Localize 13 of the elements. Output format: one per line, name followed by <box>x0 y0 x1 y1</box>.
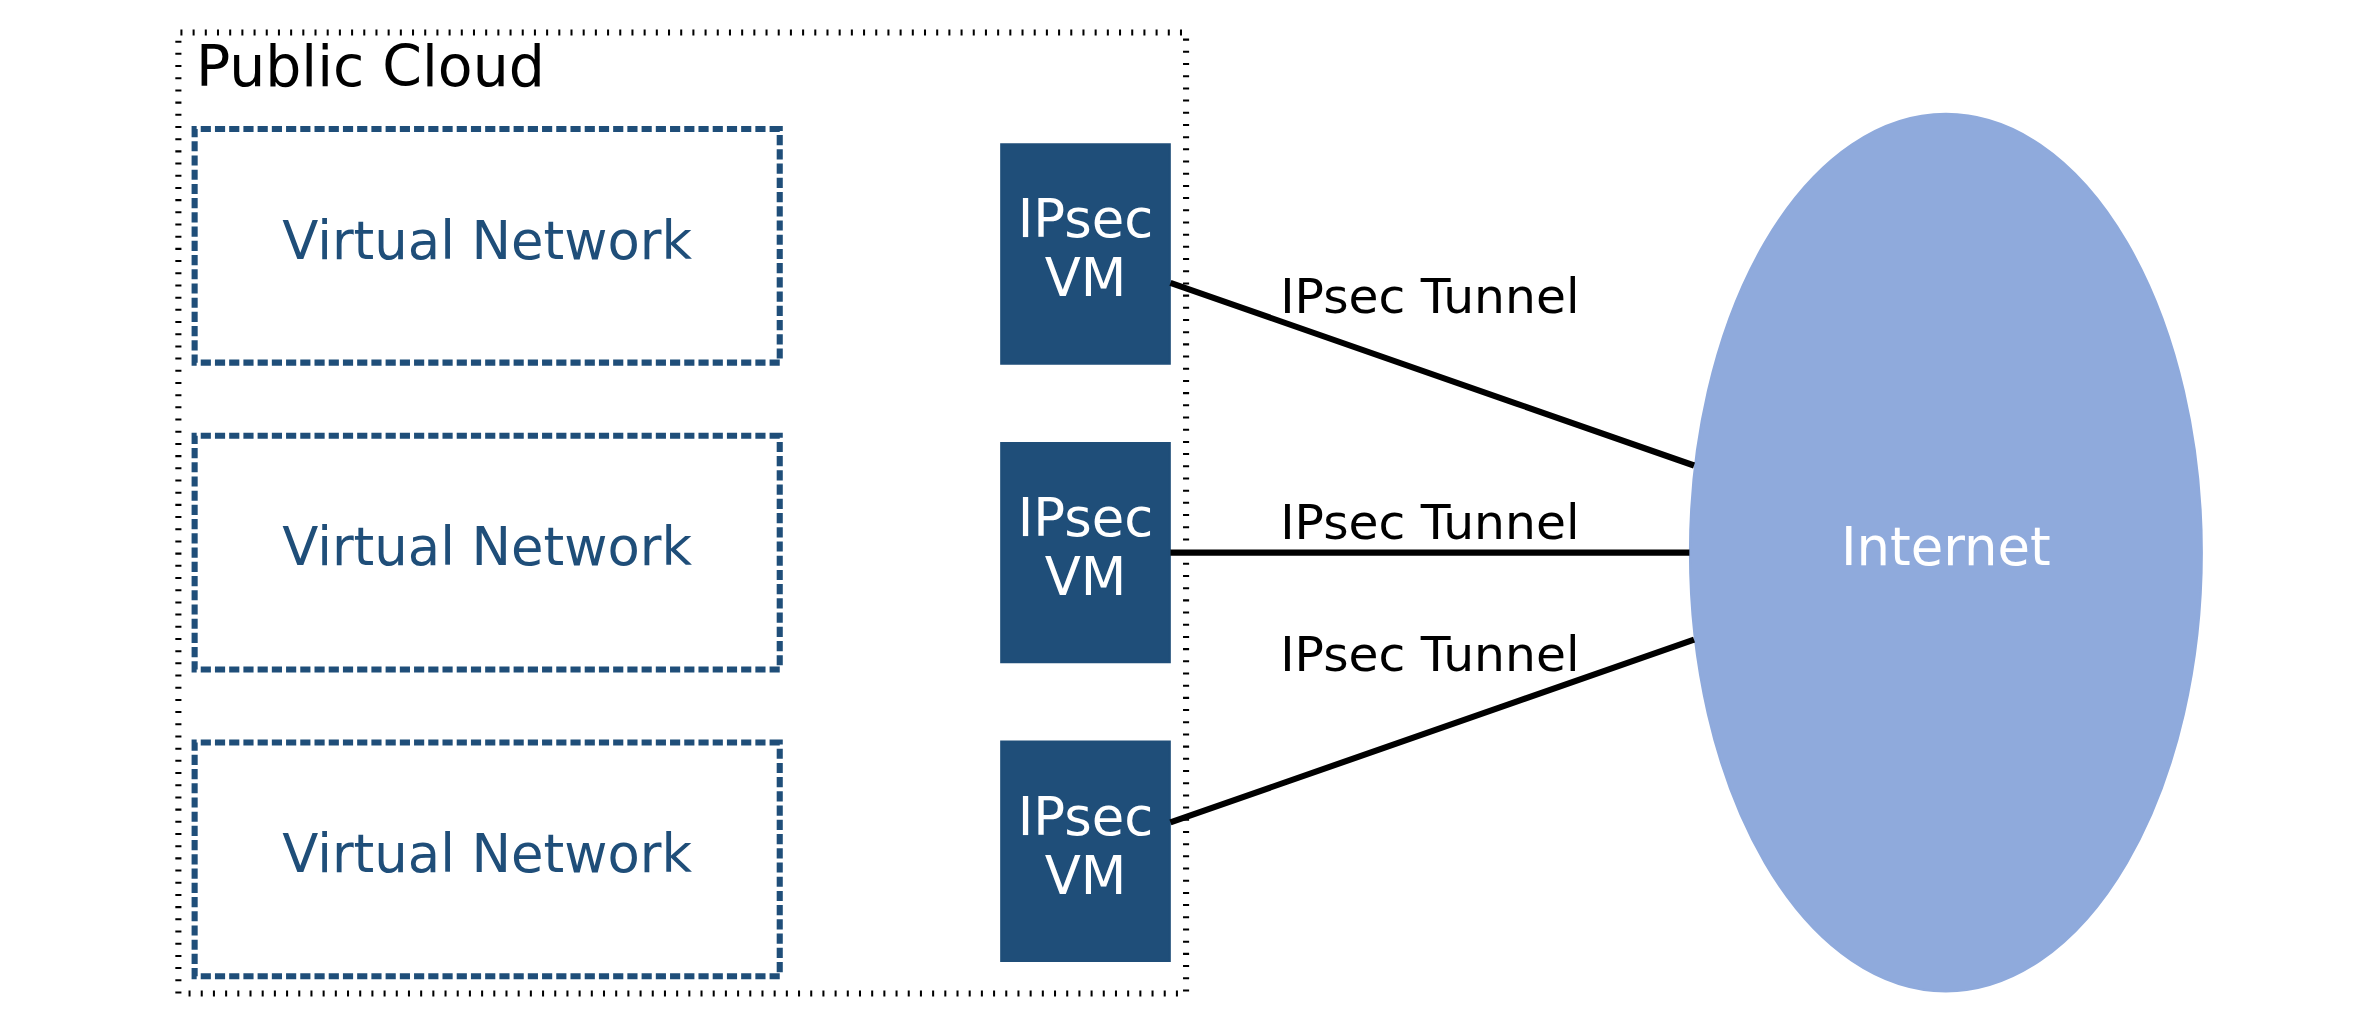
node-ellipse: Internet <box>1688 112 2203 993</box>
edge-label: IPsec Tunnel <box>1280 625 1580 682</box>
connector <box>1169 280 1696 469</box>
node-box: IPsec VM <box>1000 143 1171 365</box>
node-box: IPsec VM <box>1000 441 1171 664</box>
node-box: Virtual Network <box>191 432 783 673</box>
connector <box>1169 636 1696 826</box>
edge-label: IPsec Tunnel <box>1280 493 1580 550</box>
node-box: Virtual Network <box>191 125 783 366</box>
connector <box>1170 549 1690 556</box>
node-box: IPsec VM <box>1000 740 1171 962</box>
node-box: Virtual Network <box>191 739 783 980</box>
edge-label: IPsec Tunnel <box>1280 268 1580 325</box>
